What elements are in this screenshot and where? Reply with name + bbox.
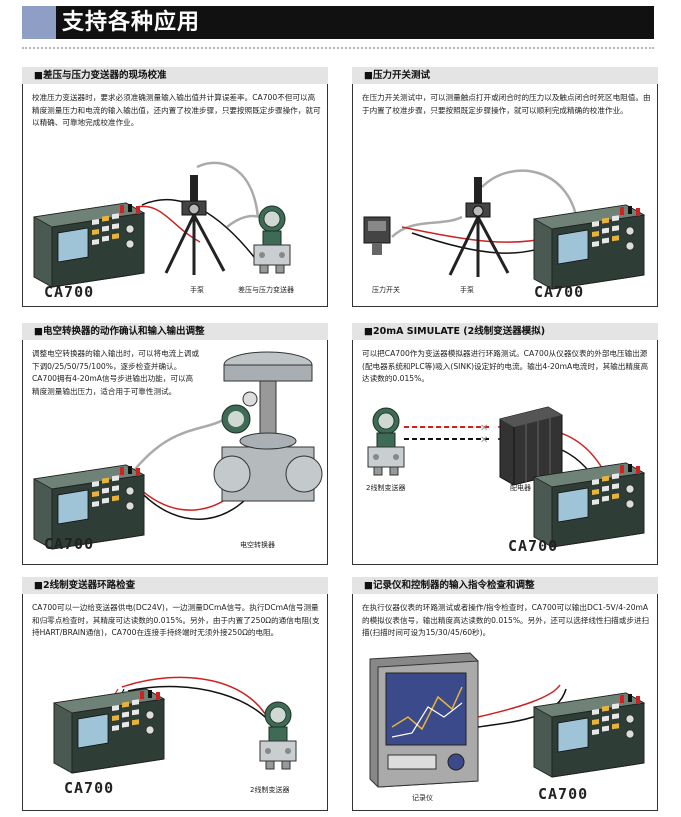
ca700-logo-text: CA700 (64, 779, 115, 797)
converter-label: 电空转换器 (240, 541, 275, 549)
pump-label: 手泵 (460, 286, 474, 294)
ca700-logo-text: CA700 (538, 785, 589, 803)
transmitter-label: 2线制变送器 (366, 484, 406, 492)
page-title: 支持各种应用 (62, 10, 201, 35)
panel-frame (22, 594, 328, 811)
converter-illustration (33, 351, 323, 550)
transmitter-icon (367, 407, 405, 476)
switch-label: 压力开关 (372, 286, 400, 294)
panel-heading: ■记录仪和控制器的输入指令检查和调整 (352, 577, 658, 594)
ca700-logo-text: CA700 (44, 283, 95, 301)
panel-frame (22, 84, 328, 307)
pressure-transmitter-icon (253, 205, 291, 274)
panel-frame (352, 340, 658, 565)
panel-frame (352, 84, 658, 307)
ca700-device-icon (533, 462, 645, 548)
distributor-icon (499, 406, 563, 486)
loop-check-illustration (53, 676, 297, 774)
title-accent (22, 6, 56, 39)
panel-description: 校准压力变送器时，要求必须准确测量输入输出值并计算误差率。CA700不但可以高精… (32, 93, 321, 127)
transmitter-label: 2线制变送器 (250, 786, 290, 794)
recorder-label: 记录仪 (412, 794, 433, 802)
panel-frame (22, 340, 328, 565)
transmitter-label: 差压与压力变送器 (238, 286, 294, 294)
panel-ep-converter: ■电空转换器的动作确认和输入输出调整 调整电空转换器的输入输出时，可以将电流上调… (22, 323, 328, 565)
dotted-divider (22, 47, 654, 49)
panel-heading: ■20mA SIMULATE (2线制变送器模拟) (352, 323, 658, 340)
recorder-icon (369, 652, 479, 788)
panel-description: 在执行仪器仪表的环路测试或者操作/指令检查时，CA700可以输出DC1-5V/4… (362, 603, 650, 637)
pressure-switch-icon (363, 216, 391, 255)
simulate-illustration: ✕ ✕ (367, 406, 645, 548)
pressure-switch-illustration (363, 169, 645, 290)
ca700-logo-text: CA700 (508, 537, 559, 555)
recorder-illustration (369, 652, 645, 788)
panel-20ma-simulate: ■20mA SIMULATE (2线制变送器模拟) 可以把CA700作为变送器模… (352, 323, 658, 565)
panel-description: 调整电空转换器的输入输出时，可以将电流上调或下调0/25/50/75/100%，… (32, 349, 200, 396)
transmitter-icon (259, 701, 297, 770)
panel-loop-check: ■2线制变送器环路检查 CA700可以一边给变送器供电(DC24V)，一边测量D… (22, 577, 328, 811)
pump-label: 手泵 (190, 286, 204, 294)
svg-text:✕: ✕ (480, 423, 488, 434)
panel-heading: ■压力开关测试 (352, 67, 658, 84)
panel-differential-pressure: ■差压与压力变送器的现场校准 校准压力变送器时，要求必须准确测量输入输出值并计算… (22, 67, 328, 307)
calibration-illustration (33, 161, 291, 288)
panel-heading: ■2线制变送器环路检查 (22, 577, 328, 594)
distributor-label: 配电器 (510, 484, 531, 492)
svg-text:✕: ✕ (480, 435, 488, 446)
ca700-device-icon (53, 688, 165, 774)
panel-description: 可以把CA700作为变送器模拟器进行环路测试。CA700从仪器仪表的外部电压输出… (362, 349, 649, 383)
panel-recorder-check: ■记录仪和控制器的输入指令检查和调整 在执行仪器仪表的环路测试或者操作/指令检查… (352, 577, 658, 811)
ca700-logo-text: CA700 (44, 535, 95, 553)
ca700-device-icon (533, 204, 645, 290)
valve-actuator-icon (213, 351, 323, 502)
ca700-device-icon (533, 692, 645, 778)
ca700-logo-text: CA700 (534, 283, 585, 301)
panel-description: 在压力开关测试中，可以测量触点打开或闭合时的压力以及触点闭合时死区电阻值。由于内… (362, 93, 651, 115)
hand-pump-icon (164, 173, 226, 277)
panel-heading: ■电空转换器的动作确认和输入输出调整 (22, 323, 328, 340)
ca700-device-icon (33, 202, 145, 288)
panel-pressure-switch: ■压力开关测试 在压力开关测试中，可以测量触点打开或闭合时的压力以及触点闭合时死… (352, 67, 658, 307)
panel-description: CA700可以一边给变送器供电(DC24V)，一边测量DCmA信号。执行DCmA… (32, 603, 320, 637)
panel-frame (352, 594, 658, 811)
title-bar (22, 6, 654, 39)
panel-heading: ■差压与压力变送器的现场校准 (22, 67, 328, 84)
hand-pump-icon (448, 175, 510, 279)
